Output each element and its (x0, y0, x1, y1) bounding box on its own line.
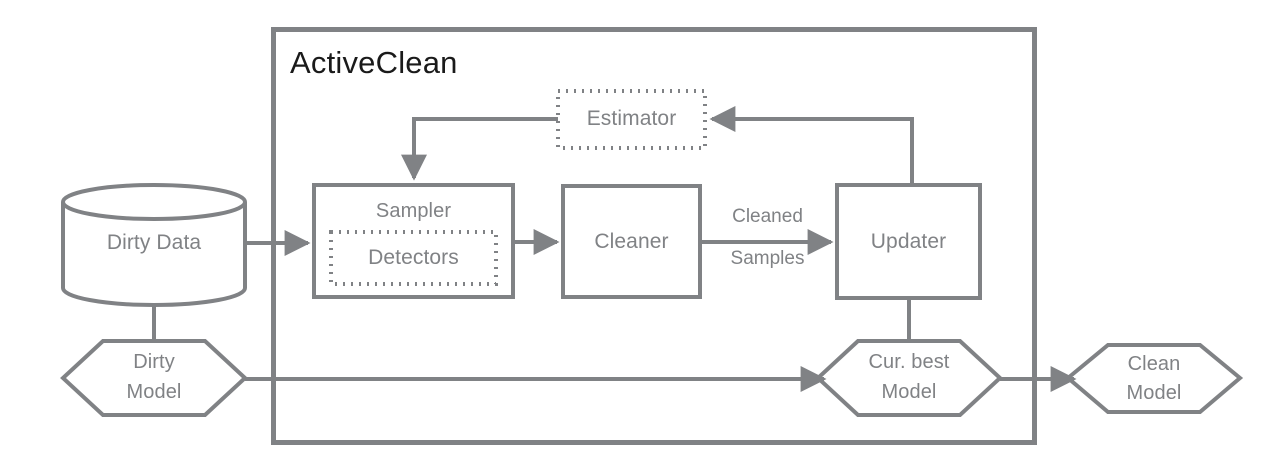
cur-best-model-hexagon (815, 339, 1003, 417)
edge-label-cleaned: Cleaned (732, 206, 803, 227)
dirty-model-hexagon (60, 339, 248, 417)
detectors-box (329, 230, 498, 286)
sampler-box (312, 183, 515, 299)
edge-label-samples: Samples (730, 248, 805, 269)
cleaner-box (561, 184, 702, 299)
updater-box (835, 183, 982, 300)
edge-updater-to-estimator (709, 106, 914, 185)
clean-model-hexagon (1064, 343, 1244, 414)
page-title: ActiveClean (290, 45, 458, 80)
dirty-data-cylinder (61, 183, 247, 307)
edge-estimator-to-sampler (401, 117, 558, 181)
estimator-box (556, 89, 707, 150)
activeclean-container-border (271, 27, 1037, 445)
